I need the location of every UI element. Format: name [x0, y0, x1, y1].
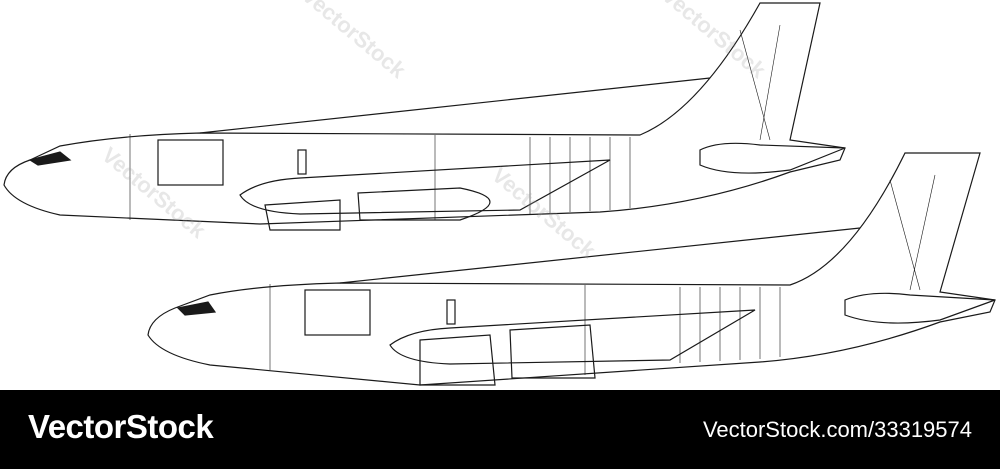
aircraft-bottom — [147, 152, 996, 386]
footer-bar: VectorStock VectorStock.com/33319574 — [0, 390, 1000, 469]
image-url: VectorStock.com/33319574 — [702, 417, 972, 442]
aircraft-illustration — [3, 2, 996, 386]
vectorstock-logo: VectorStock — [28, 408, 214, 445]
aircraft-top — [3, 2, 846, 231]
